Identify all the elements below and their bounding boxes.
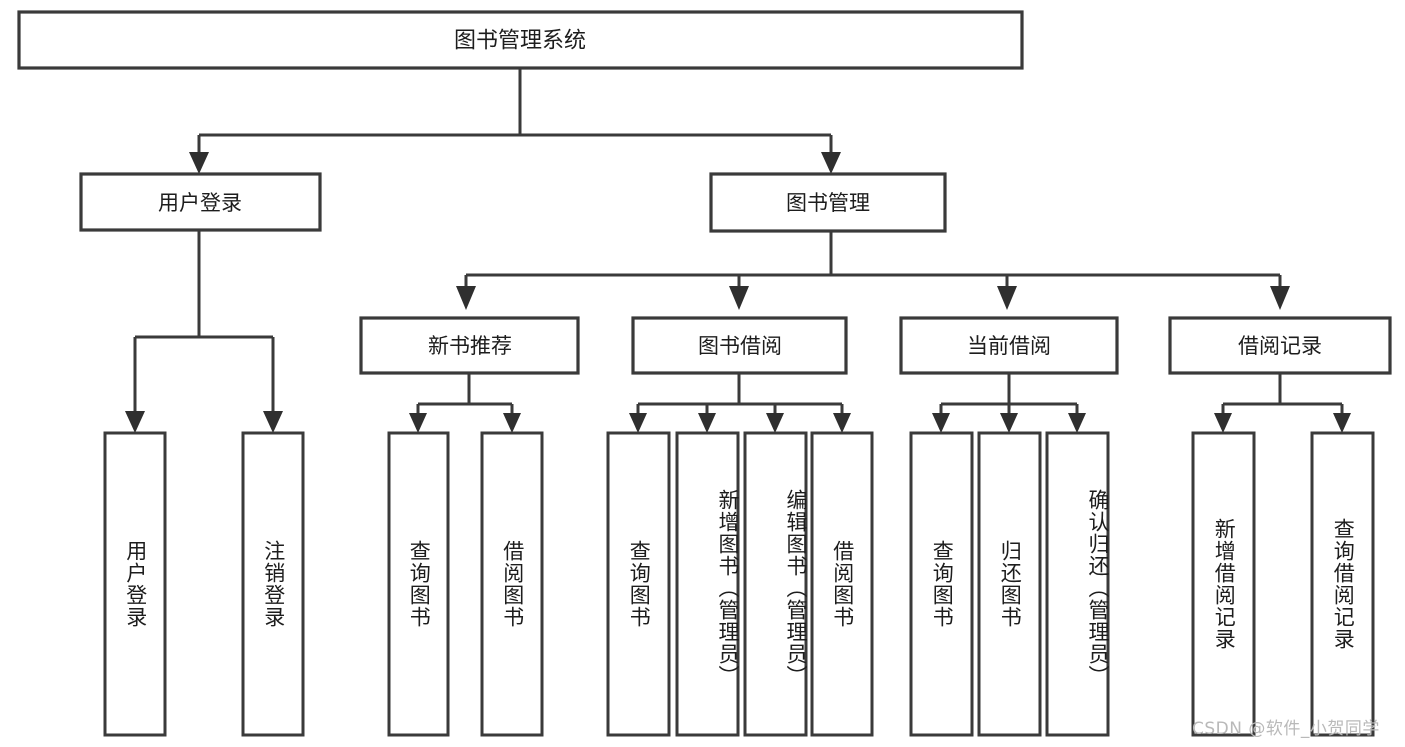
borrow-record-box[interactable] [1168, 316, 1392, 375]
arrowhead-book-borrow [729, 286, 749, 310]
node-book-borrow[interactable]: 图书借阅 [631, 316, 848, 375]
current-borrow-box[interactable] [899, 316, 1119, 375]
root-label: 图书管理系统 [454, 29, 586, 54]
arrowhead-leaf-logout [263, 411, 283, 433]
arrowhead-br-leaf-1 [1214, 413, 1232, 433]
arrowhead-current-borrow [997, 286, 1017, 310]
leaf-boxes-user-login [103, 431, 305, 737]
leaf-box-br-add-record[interactable] [1191, 431, 1256, 737]
leaf-box-user-login[interactable] [103, 431, 167, 737]
user-login-label: 用户登录 [158, 191, 242, 215]
leaf-box-nbr-borrow-book[interactable] [480, 431, 544, 737]
arrowhead-bb-leaf-1 [629, 413, 647, 433]
arrowhead-nbr-leaf-1 [409, 413, 427, 433]
node-user-login[interactable]: 用户登录 [79, 172, 322, 232]
connectors-borrow-record-to-leaves [1214, 373, 1351, 433]
leaf-box-cb-confirm-return[interactable] [1045, 431, 1110, 737]
arrowhead-cb-leaf-1 [932, 413, 950, 433]
leaf-boxes-new-book-recommend [387, 431, 544, 737]
book-borrow-label: 图书借阅 [698, 334, 782, 358]
connectors-user-login-to-leaves [125, 230, 283, 433]
leaf-box-cb-return-book[interactable] [977, 431, 1042, 737]
arrowhead-br-leaf-2 [1333, 413, 1351, 433]
leaf-box-bb-add-book[interactable] [675, 431, 740, 737]
leaf-boxes-book-borrow [606, 431, 874, 737]
arrowhead-nbr-leaf-2 [503, 413, 521, 433]
book-management-label: 图书管理 [786, 191, 870, 215]
arrowhead-bb-leaf-3 [766, 413, 784, 433]
book-borrow-box[interactable] [631, 316, 848, 375]
csdn-watermark: CSDN @软件_小贺同学 [1192, 719, 1380, 739]
new-book-recommend-label: 新书推荐 [428, 334, 512, 358]
node-new-book-recommend[interactable]: 新书推荐 [359, 316, 580, 375]
user-login-box[interactable] [79, 172, 322, 232]
leaf-boxes-current-borrow [909, 431, 1110, 737]
node-book-management[interactable]: 图书管理 [709, 172, 947, 233]
leaf-box-logout[interactable] [241, 431, 305, 737]
current-borrow-label: 当前借阅 [967, 334, 1051, 358]
new-book-recommend-box[interactable] [359, 316, 580, 375]
connectors-new-book-recommend-to-leaves [409, 373, 521, 433]
borrow-record-label: 借阅记录 [1238, 334, 1322, 358]
leaf-box-bb-query-book[interactable] [606, 431, 671, 737]
connectors-current-borrow-to-leaves [932, 373, 1086, 433]
root-box[interactable] [17, 10, 1024, 70]
leaf-box-bb-edit-book[interactable] [743, 431, 808, 737]
arrowhead-user-login [189, 152, 209, 174]
arrowhead-new-book-recommend [456, 286, 476, 310]
arrowhead-cb-leaf-2 [1000, 413, 1018, 433]
book-management-box[interactable] [709, 172, 947, 233]
leaf-box-nbr-query-book[interactable] [387, 431, 450, 737]
arrowhead-cb-leaf-3 [1068, 413, 1086, 433]
arrowhead-bb-leaf-4 [833, 413, 851, 433]
node-borrow-record[interactable]: 借阅记录 [1168, 316, 1392, 375]
arrowhead-borrow-record [1270, 286, 1290, 310]
leaf-boxes-borrow-record [1191, 431, 1375, 737]
connectors-book-manage-to-level2 [456, 231, 1290, 310]
leaf-box-br-query-record[interactable] [1310, 431, 1375, 737]
node-root-system[interactable]: 图书管理系统 [17, 10, 1024, 70]
arrowhead-bb-leaf-2 [698, 413, 716, 433]
node-current-borrow[interactable]: 当前借阅 [899, 316, 1119, 375]
connectors-root-to-level1 [189, 68, 841, 174]
leaf-box-bb-borrow-book[interactable] [810, 431, 874, 737]
leaf-box-cb-query-book[interactable] [909, 431, 974, 737]
arrowhead-leaf-user-login [125, 411, 145, 433]
arrowhead-book-manage [821, 152, 841, 174]
connectors-book-borrow-to-leaves [629, 373, 851, 433]
